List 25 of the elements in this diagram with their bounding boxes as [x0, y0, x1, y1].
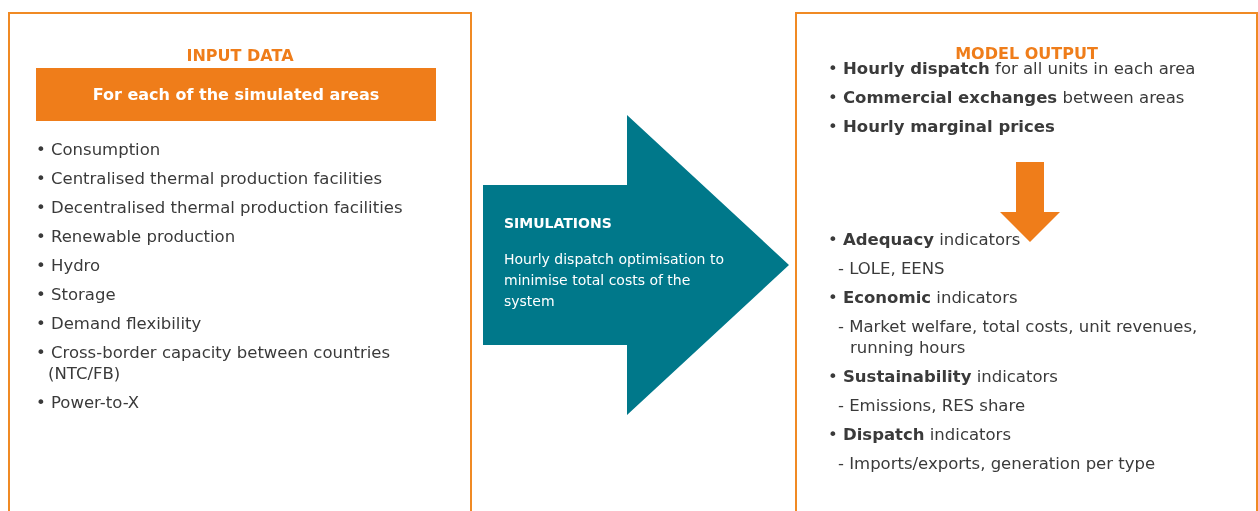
list-item: • Cross-border capacity between countries (NTC/FB) [36, 342, 392, 384]
list-item: • Sustainability indicators [828, 366, 1059, 387]
list-item: • Renewable production [36, 226, 237, 247]
description-text: Hourly dispatch optimisation to minimise total costs of the system [504, 250, 725, 311]
heading-band: For each of the simulated areas [36, 68, 436, 121]
list-item: • Economic indicators [828, 287, 1019, 308]
sub-list-item: - Emissions, RES share [838, 395, 1027, 416]
list-item: • Consumption [36, 139, 162, 160]
list-item: • Storage [36, 284, 117, 305]
list-item: • Dispatch indicators [828, 424, 1012, 445]
sub-list-item: - Market welfare, total costs, unit revenues, running hours [838, 316, 1199, 358]
list-item: • Hourly marginal prices [828, 116, 1056, 137]
list-item: • Commercial exchanges between areas [828, 87, 1186, 108]
list-item: • Decentralised thermal production facilities [36, 197, 404, 218]
heading: SIMULATIONS [504, 214, 613, 233]
list-item: • Centralised thermal production facilities [36, 168, 384, 189]
list-item: • Adequacy indicators [828, 229, 1022, 250]
sub-list-item: - LOLE, EENS [838, 258, 946, 279]
panel-box [8, 12, 472, 511]
list-item: • Hydro [36, 255, 102, 276]
sub-list-item: - Imports/exports, generation per type [838, 453, 1157, 474]
list-item: • Demand flexibility [36, 313, 203, 334]
heading: INPUT DATA [185, 46, 295, 65]
panel-box [795, 12, 1258, 511]
list-item: • Power-to-X [36, 392, 141, 413]
